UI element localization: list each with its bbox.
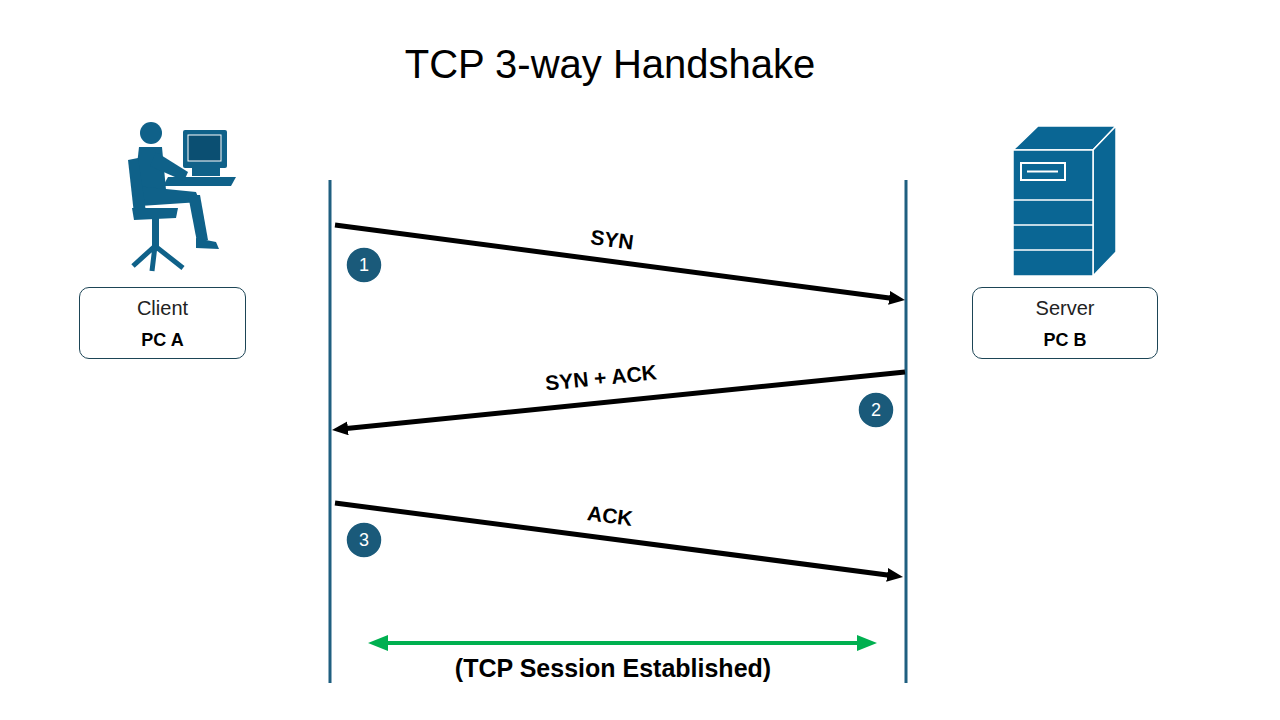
chair-base — [133, 246, 183, 271]
callout-number: 3 — [346, 522, 382, 558]
server-slot — [1021, 163, 1065, 180]
participant-name: PC A — [141, 329, 183, 351]
person-head — [140, 122, 162, 144]
message-label: ACK — [586, 501, 634, 531]
chair-back — [128, 158, 146, 214]
diagram-title: TCP 3-way Handshake — [0, 38, 1220, 90]
client-lifeline — [329, 180, 332, 683]
monitor-screen — [188, 135, 221, 161]
message-label: SYN + ACK — [544, 360, 658, 395]
callout-number: 2 — [858, 392, 894, 428]
server-slot-line — [1027, 171, 1058, 173]
participant-role: Server — [1036, 296, 1095, 320]
server-side — [1093, 126, 1116, 276]
participant-box: Client PC A — [79, 287, 246, 359]
person-arm — [150, 152, 188, 181]
participant-box: Server PC B — [972, 287, 1158, 359]
person-foot — [196, 238, 219, 249]
callout-number: 1 — [346, 247, 382, 283]
participant-role: Client — [137, 296, 188, 320]
server-front — [1013, 150, 1093, 276]
desk — [163, 177, 236, 186]
chair-post — [152, 218, 159, 248]
server-panel-line — [1013, 224, 1093, 226]
message-arrow — [335, 225, 893, 298]
person-shin — [188, 195, 208, 242]
client-icon — [128, 122, 236, 271]
message-label: SYN — [589, 225, 635, 254]
session-arrow — [384, 641, 861, 645]
callout-circle — [346, 522, 382, 558]
server-lifeline — [905, 180, 908, 683]
server-panel-line — [1013, 199, 1093, 201]
monitor — [183, 130, 227, 168]
participant-name: PC B — [1043, 329, 1086, 351]
session-label: (TCP Session Established) — [455, 653, 771, 683]
callout-circle — [858, 392, 894, 428]
server-panel-line — [1013, 249, 1093, 251]
callout-circle — [346, 247, 382, 283]
monitor-base — [192, 168, 220, 176]
server-icon — [1013, 126, 1116, 276]
